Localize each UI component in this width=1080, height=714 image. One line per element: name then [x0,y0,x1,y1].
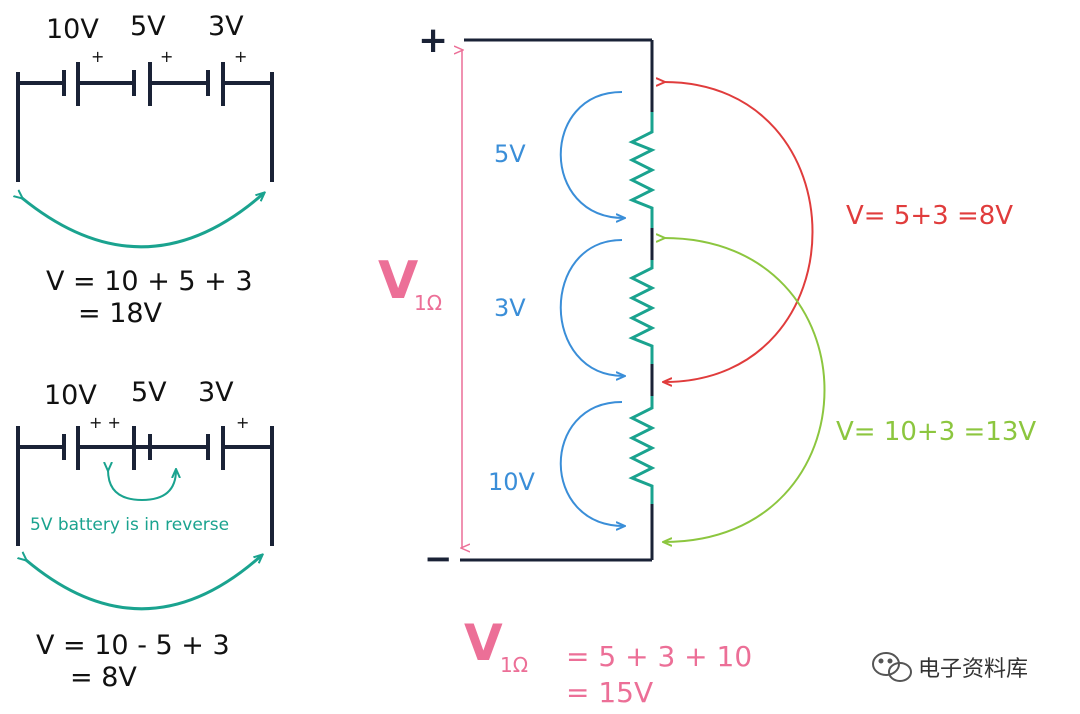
red-span-arc [664,82,814,382]
panel-a-equation-line1: V = 10 + 5 + 3 [46,266,253,297]
panel-a-plus-1: + [91,47,104,66]
panel-b-plus-pair: + + [89,413,121,432]
resistor-middle [628,260,656,364]
green-span-arc [664,238,826,542]
panel-b-label-3v: 3V [198,377,234,408]
drop-arc-middle [559,239,624,376]
panel-a-plus-3: + [234,47,247,66]
panel-b-label-10v: 10V [44,380,97,411]
wechat-icon [872,652,912,682]
resistor-circuit: + − V 1Ω 5V 3V 10V V= 5+3 =8V [378,20,1036,709]
sum-v-symbol: V [464,614,503,672]
v-total-symbol: V [378,251,418,311]
panel-a-label-3v: 3V [208,11,244,42]
drop-arc-top [559,91,624,218]
sum-v-subscript: 1Ω [500,653,528,677]
panel-b-battery-chain [16,426,274,546]
panel-a-equation-line2: = 18V [78,298,163,329]
sum-line1: = 5 + 3 + 10 [566,640,752,673]
drop-label-top: 5V [494,140,526,168]
circuit-wires [460,38,654,562]
panel-a-plus-2: + [160,47,173,66]
watermark: 电子资料库 [872,652,1028,682]
panel-a-label-10v: 10V [46,14,99,45]
resistor-bottom [628,396,656,504]
panel-b-reverse-arrow [108,470,176,502]
drop-arc-bottom [559,401,624,526]
resistors [628,112,656,504]
plus-terminal: + [418,20,448,61]
panel-a-label-5v: 5V [130,11,166,42]
red-equation: V= 5+3 =8V [846,201,1013,231]
sum-line2: = 15V [566,676,653,709]
v-total-subscript: 1Ω [414,291,442,315]
green-equation: V= 10+3 =13V [836,417,1036,447]
drop-label-middle: 3V [494,294,526,322]
panel-b-plus-3v: + [236,413,249,432]
drop-label-bottom: 10V [488,468,536,496]
resistor-top [628,112,656,228]
panel-b-reverse-note: 5V battery is in reverse [30,515,229,535]
watermark-text: 电子资料库 [918,657,1028,682]
panel-b-equation-line2: = 8V [70,662,137,693]
panel-b-sum-arrow [26,555,262,611]
panel-b-label-5v: 5V [131,377,167,408]
panel-b-reverse-battery: 10V 5V 3V + + + 5V battery is in reverse… [16,377,274,693]
panel-a-sum-arrow [22,193,264,249]
minus-terminal: − [424,539,453,579]
panel-a-battery-chain [16,62,274,182]
panel-b-equation-line1: V = 10 - 5 + 3 [36,630,230,661]
panel-a-series-batteries: 10V 5V 3V + + + V = 10 + 5 + 3 = 18V [16,11,274,329]
